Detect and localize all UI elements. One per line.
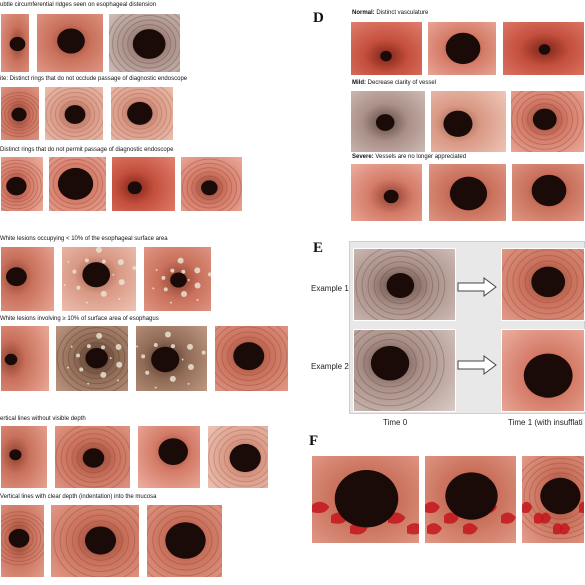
panel-f-image-1 <box>311 455 420 544</box>
panel-e-example1-time0-image <box>353 248 456 321</box>
panel-d-severe-image-3 <box>511 163 585 222</box>
panel-d-mild-caption: Mild: Decrease clarity of vessel <box>352 80 437 86</box>
panel-d-letter: D <box>313 10 324 26</box>
panel-e-example1-time1-image <box>501 248 585 321</box>
panel-c-row1-image-4 <box>207 425 269 489</box>
panel-b-row1-image-1 <box>0 246 55 312</box>
panel-d-normal-image-2 <box>427 21 497 76</box>
panel-d-mild-image-2 <box>430 90 507 153</box>
panel-a-row3-image-4 <box>180 156 243 212</box>
panel-c-row2-image-3 <box>146 504 223 578</box>
panel-a-row1-image-3 <box>108 13 181 73</box>
panel-d-mild-image-1 <box>350 90 426 153</box>
panel-a-row3-image-1 <box>0 156 44 212</box>
panel-c-row1-image-1 <box>0 425 48 489</box>
panel-b-row1-caption: White lesions occupying < 10% of the eso… <box>0 236 168 242</box>
panel-a-row3-image-2 <box>48 156 107 212</box>
panel-d-severe-image-2 <box>428 163 507 222</box>
panel-a-row1-caption: ubtle circumferential ridges seen on eso… <box>0 2 157 8</box>
panel-a-row1-image-2 <box>36 13 104 73</box>
panel-f-image-3 <box>521 455 585 544</box>
panel-e-time1-label: Time 1 (with insufflati <box>508 418 583 427</box>
panel-d-normal-caption: Normal: Distinct vasculature <box>352 10 429 16</box>
panel-c-row2-caption: Vertical lines with clear depth (indenta… <box>0 494 157 500</box>
panel-d-severe-caption: Severe: Vessels are no longer appreciate… <box>352 154 467 160</box>
panel-c-row2-image-1 <box>0 504 45 578</box>
panel-a-row3-caption: Distinct rings that do not permit passag… <box>0 147 174 153</box>
panel-a-row1-image-1 <box>0 13 30 73</box>
panel-b-row2-caption: White lesions involving ≥ 10% of surface… <box>0 316 159 322</box>
panel-d-severe-image-1 <box>350 163 423 222</box>
panel-b-row1-image-3 <box>143 246 212 312</box>
panel-d-normal-image-1 <box>350 21 423 76</box>
panel-d-normal-image-3 <box>502 21 585 76</box>
panel-e-example2-time1-image <box>501 329 585 412</box>
panel-e-letter: E <box>313 240 324 256</box>
panel-e-example2-time0-image <box>353 329 456 412</box>
panel-d-mild-image-3 <box>510 90 585 153</box>
panel-a-row2-image-3 <box>110 86 174 141</box>
panel-c-row1-image-3 <box>137 425 201 489</box>
panel-b-row1-image-2 <box>61 246 137 312</box>
panel-e-time0-label: Time 0 <box>383 418 408 427</box>
panel-a-row2-image-1 <box>0 86 40 141</box>
panel-e-example2-label: Example 2 <box>311 362 349 371</box>
panel-a-row2-caption: ite: Distinct rings that do not occlude … <box>0 76 188 82</box>
panel-c-row1-caption: ertical lines without visible depth <box>0 416 86 422</box>
panel-b-row2-image-2 <box>55 325 129 392</box>
panel-e-arrow-1 <box>457 277 497 297</box>
panel-f-letter: F <box>309 433 319 449</box>
panel-b-row2-image-1 <box>0 325 50 392</box>
panel-a-row2-image-2 <box>44 86 104 141</box>
panel-f-image-2 <box>424 455 517 544</box>
panel-e-example1-label: Example 1 <box>311 284 349 293</box>
panel-e-arrow-2 <box>457 355 497 375</box>
panel-c-row2-image-2 <box>50 504 140 578</box>
panel-b-row2-image-4 <box>214 325 289 392</box>
panel-a-row3-image-3 <box>111 156 176 212</box>
panel-b-row2-image-3 <box>135 325 208 392</box>
panel-c-row1-image-2 <box>54 425 131 489</box>
